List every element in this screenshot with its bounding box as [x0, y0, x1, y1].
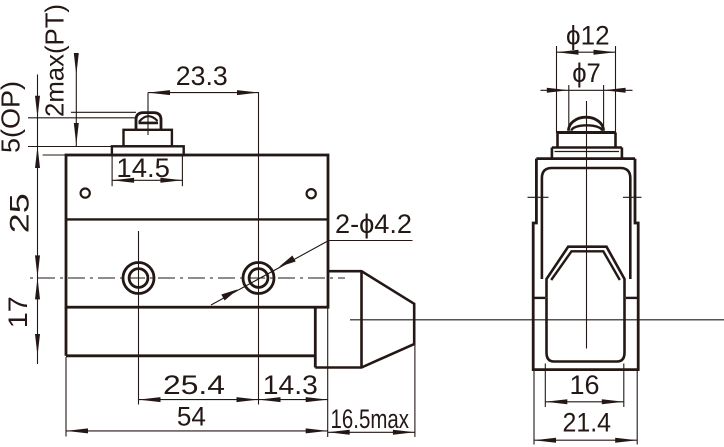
- svg-text:23.3: 23.3: [176, 61, 228, 91]
- svg-text:25.4: 25.4: [163, 370, 225, 400]
- svg-text:16.5max: 16.5max: [331, 404, 410, 434]
- svg-text:2-ϕ4.2: 2-ϕ4.2: [335, 209, 412, 239]
- svg-text:ϕ12: ϕ12: [566, 21, 610, 51]
- svg-text:5(OP): 5(OP): [0, 81, 26, 153]
- svg-text:16: 16: [570, 370, 600, 400]
- svg-text:14.3: 14.3: [263, 370, 318, 400]
- svg-text:21.4: 21.4: [563, 408, 612, 438]
- svg-text:2max(PT): 2max(PT): [40, 4, 70, 117]
- svg-text:ϕ7: ϕ7: [572, 58, 601, 88]
- svg-text:14.5: 14.5: [116, 153, 170, 183]
- svg-text:17: 17: [3, 296, 33, 328]
- svg-text:54: 54: [177, 402, 206, 432]
- svg-text:25: 25: [5, 193, 35, 233]
